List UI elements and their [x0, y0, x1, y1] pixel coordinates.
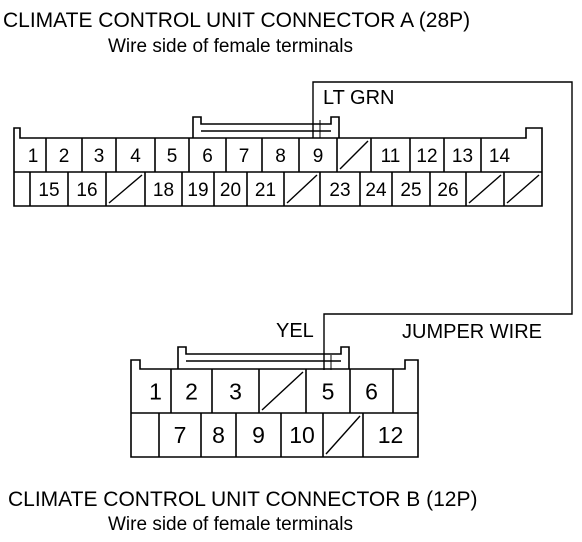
connector-a-terminal-23: 23 — [329, 180, 350, 201]
wire-color-label-ltgrn: LT GRN — [323, 87, 395, 109]
connector-a-terminal-11: 11 — [381, 146, 401, 167]
connector-a-terminal-2: 2 — [59, 146, 70, 167]
connector-a-terminal-14: 14 — [489, 146, 511, 167]
connector-b-terminal-6: 6 — [365, 378, 378, 404]
connector-b-terminal-9: 9 — [252, 422, 265, 448]
connector-a-terminal-7: 7 — [239, 146, 250, 167]
connector-a-terminal-25: 25 — [400, 180, 421, 201]
connector-b-terminal-10: 10 — [289, 422, 315, 448]
connector-a-unused-cavity — [339, 140, 369, 170]
connector-a-terminal-4: 4 — [130, 146, 141, 167]
connector-a-terminal-15: 15 — [38, 180, 59, 201]
connector-a-unused-cavity — [506, 174, 540, 204]
connector-a-terminal-20: 20 — [220, 180, 241, 201]
connector-b-subtitle: Wire side of female terminals — [108, 514, 353, 535]
connector-a-lock-tab — [192, 116, 340, 138]
connector-b-title: CLIMATE CONTROL UNIT CONNECTOR B (12P) — [8, 488, 478, 511]
connector-a-terminal-13: 13 — [452, 146, 473, 167]
connector-b — [130, 346, 419, 458]
connector-b-lock-tab — [177, 346, 350, 369]
connector-b-outline — [130, 359, 419, 458]
jumper-wire — [312, 81, 573, 370]
connector-a-terminal-3: 3 — [94, 146, 105, 167]
connector-a-unused-cavity — [286, 174, 318, 204]
connector-a-terminal-9: 9 — [313, 146, 324, 167]
connector-b-unused-cavity — [325, 415, 361, 455]
connector-a-terminal-24: 24 — [365, 180, 387, 201]
connector-a-terminal-18: 18 — [153, 180, 174, 201]
connector-a-subtitle: Wire side of female terminals — [108, 36, 353, 57]
connector-a-terminal-16: 16 — [76, 180, 97, 201]
connector-b-terminal-7: 7 — [174, 422, 187, 448]
connector-a-title: CLIMATE CONTROL UNIT CONNECTOR A (28P) — [3, 9, 471, 32]
connector-a-terminal-21: 21 — [255, 180, 276, 201]
connector-a-terminal-19: 19 — [187, 180, 208, 201]
connector-b-terminal-12: 12 — [378, 422, 404, 448]
connector-a-terminal-5: 5 — [167, 146, 178, 167]
connector-a-unused-cavity — [108, 174, 143, 204]
connector-b-terminal-8: 8 — [212, 422, 225, 448]
connector-a-terminal-6: 6 — [202, 146, 213, 167]
connector-b-unused-cavity — [261, 371, 304, 411]
jumper-wire-inner — [319, 120, 332, 370]
jumper-wire-label: JUMPER WIRE — [402, 321, 542, 343]
connector-a-terminal-26: 26 — [437, 180, 458, 201]
connector-b-terminal-3: 3 — [229, 378, 242, 404]
connector-a-unused-cavity — [468, 174, 502, 204]
connector-a-terminal-8: 8 — [275, 146, 286, 167]
connector-a-terminal-12: 12 — [416, 146, 437, 167]
connector-a-terminal-1: 1 — [28, 146, 39, 167]
connector-a — [13, 116, 543, 207]
connector-b-terminal-5: 5 — [322, 378, 335, 404]
connector-b-terminal-1: 1 — [149, 378, 162, 404]
connector-a-outline — [13, 127, 543, 207]
connector-b-terminal-2: 2 — [185, 378, 198, 404]
wire-color-label-yel: YEL — [276, 320, 314, 342]
